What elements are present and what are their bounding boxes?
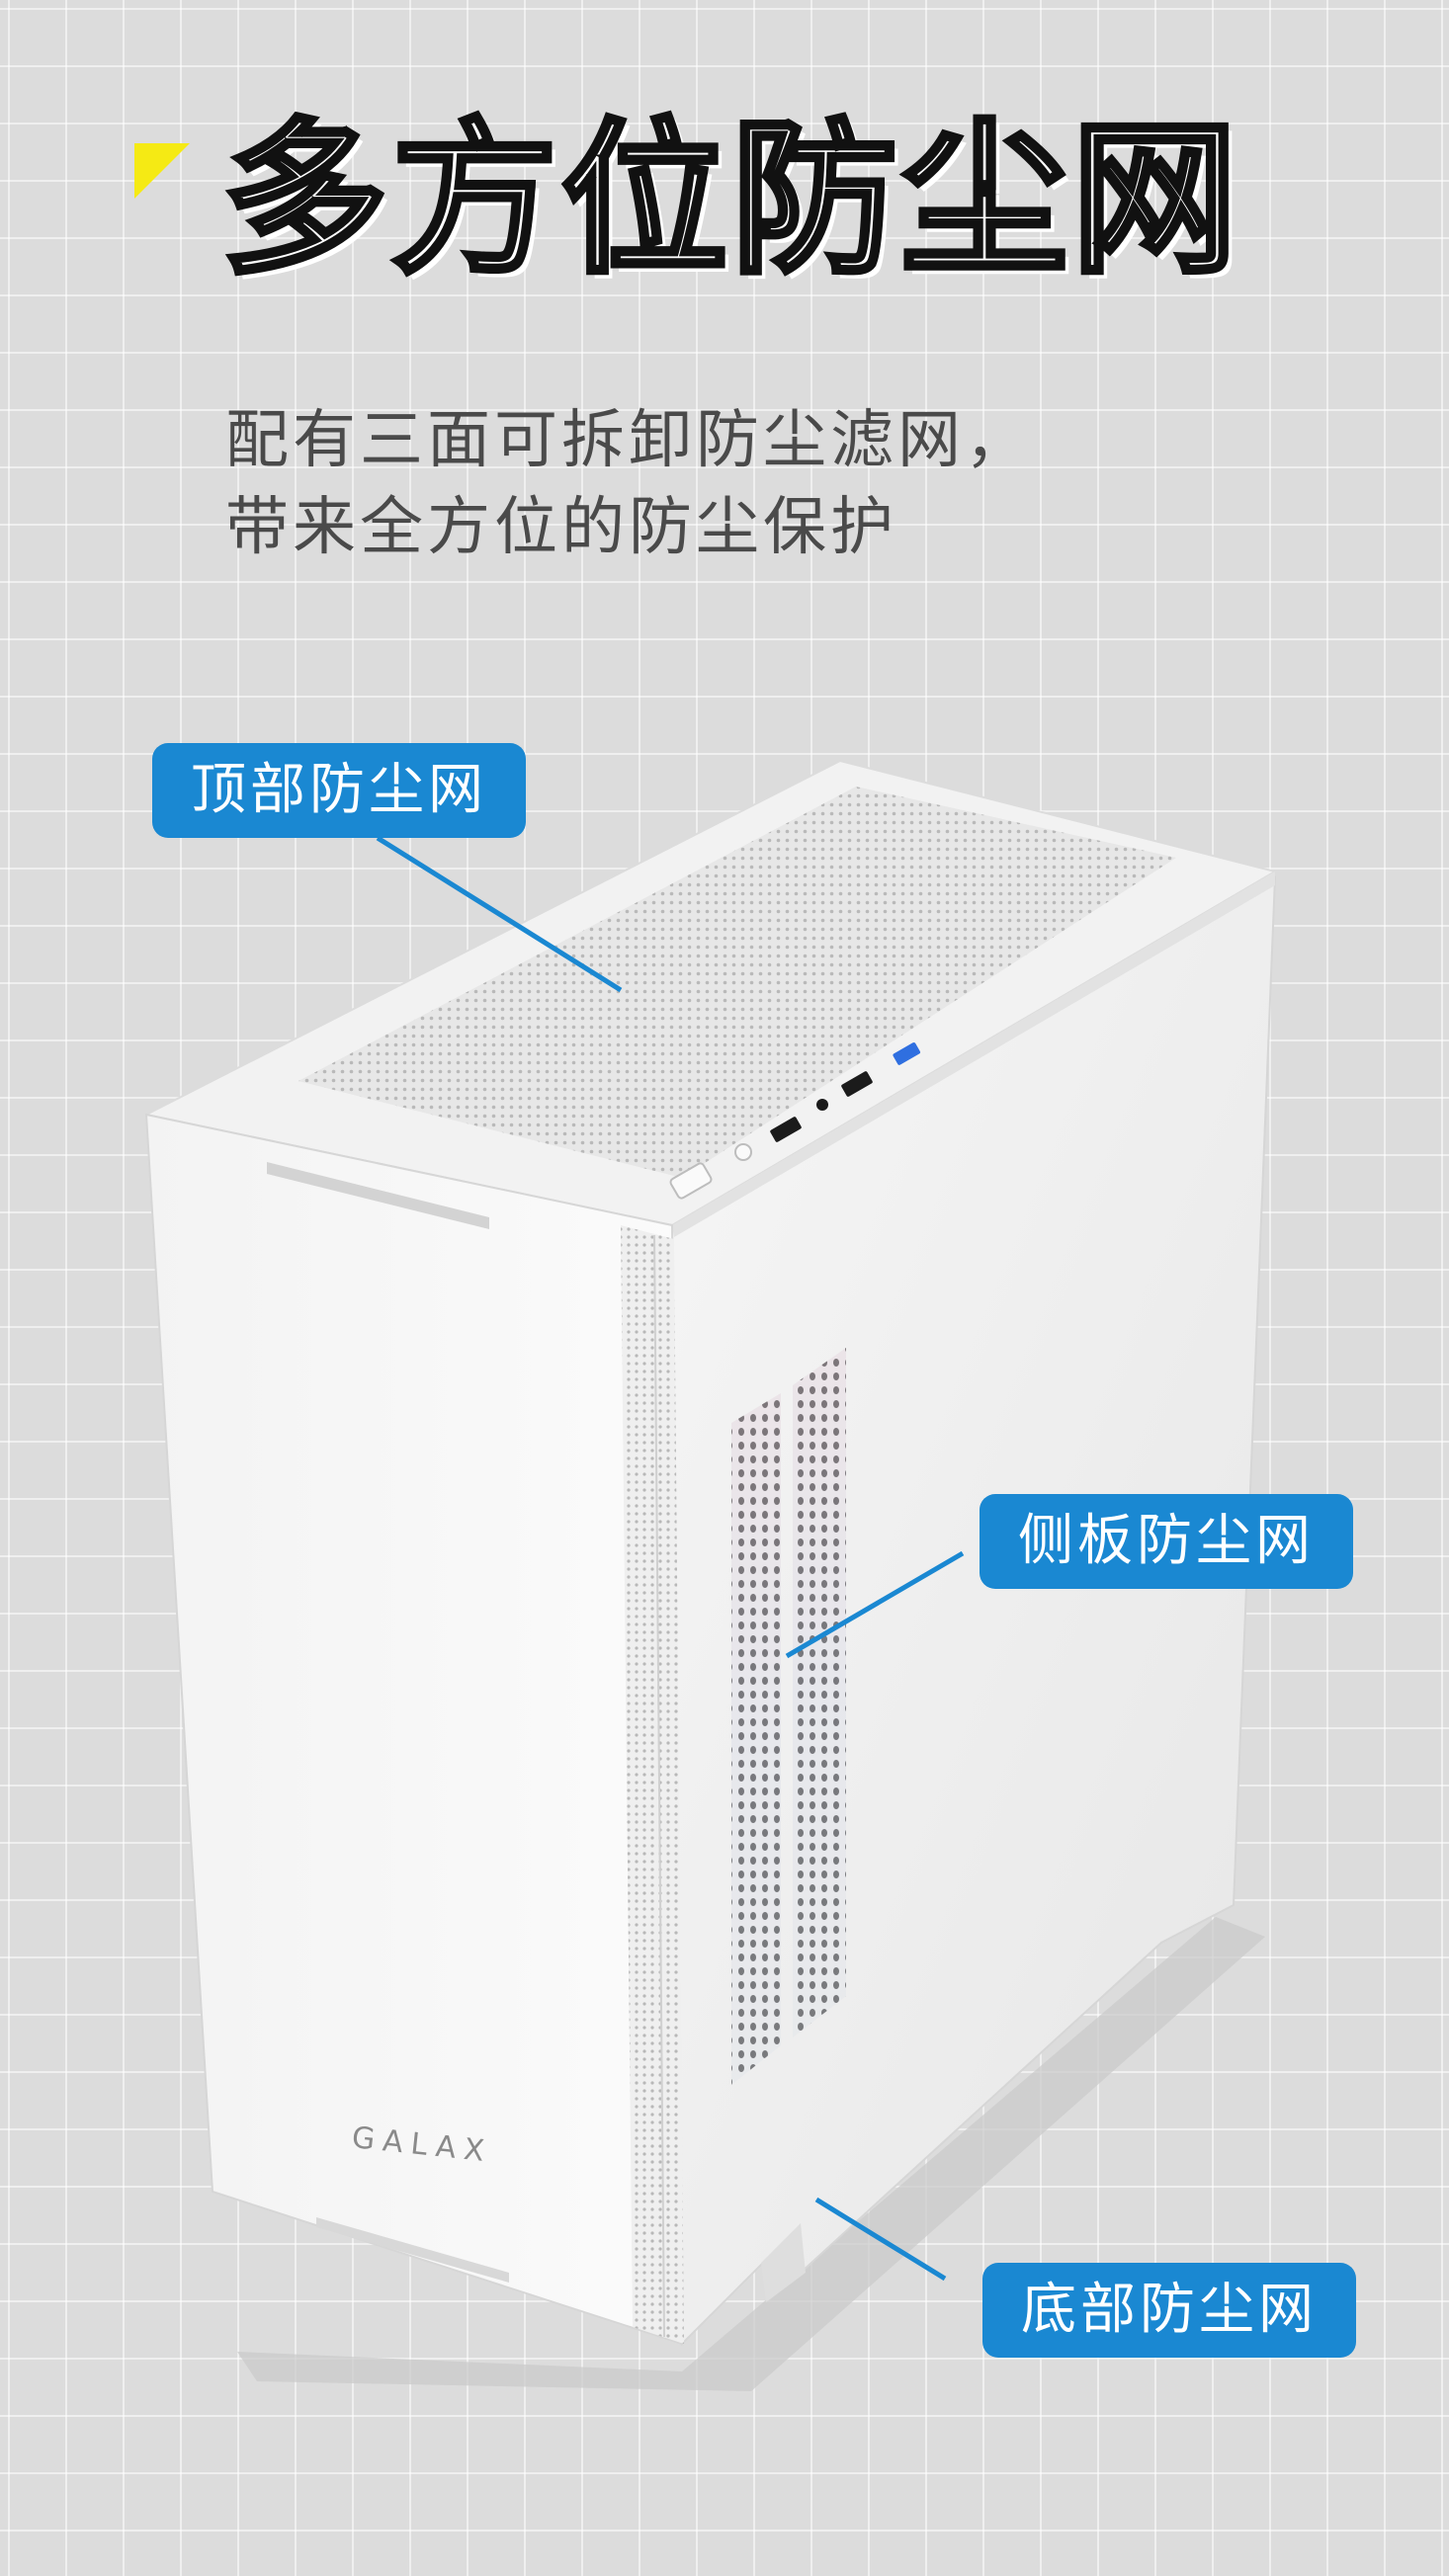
front-edge-mesh [621, 1225, 684, 2344]
subtitle-line-1: 配有三面可拆卸防尘滤网， [225, 404, 1032, 477]
subtitle: 配有三面可拆卸防尘滤网， 带来全方位的防尘保护 [225, 397, 1313, 571]
subtitle-line-2: 带来全方位的防尘保护 [225, 491, 897, 564]
page-title: 多方位防尘网 [219, 103, 1241, 296]
accent-triangle-icon [134, 143, 190, 199]
callout-top-dust-filter: 顶部防尘网 [152, 743, 526, 838]
callout-side-dust-filter: 侧板防尘网 [980, 1494, 1353, 1589]
case-front-panel [144, 1113, 684, 2346]
callout-bottom-dust-filter: 底部防尘网 [982, 2263, 1356, 2358]
top-mesh [298, 787, 1176, 1178]
